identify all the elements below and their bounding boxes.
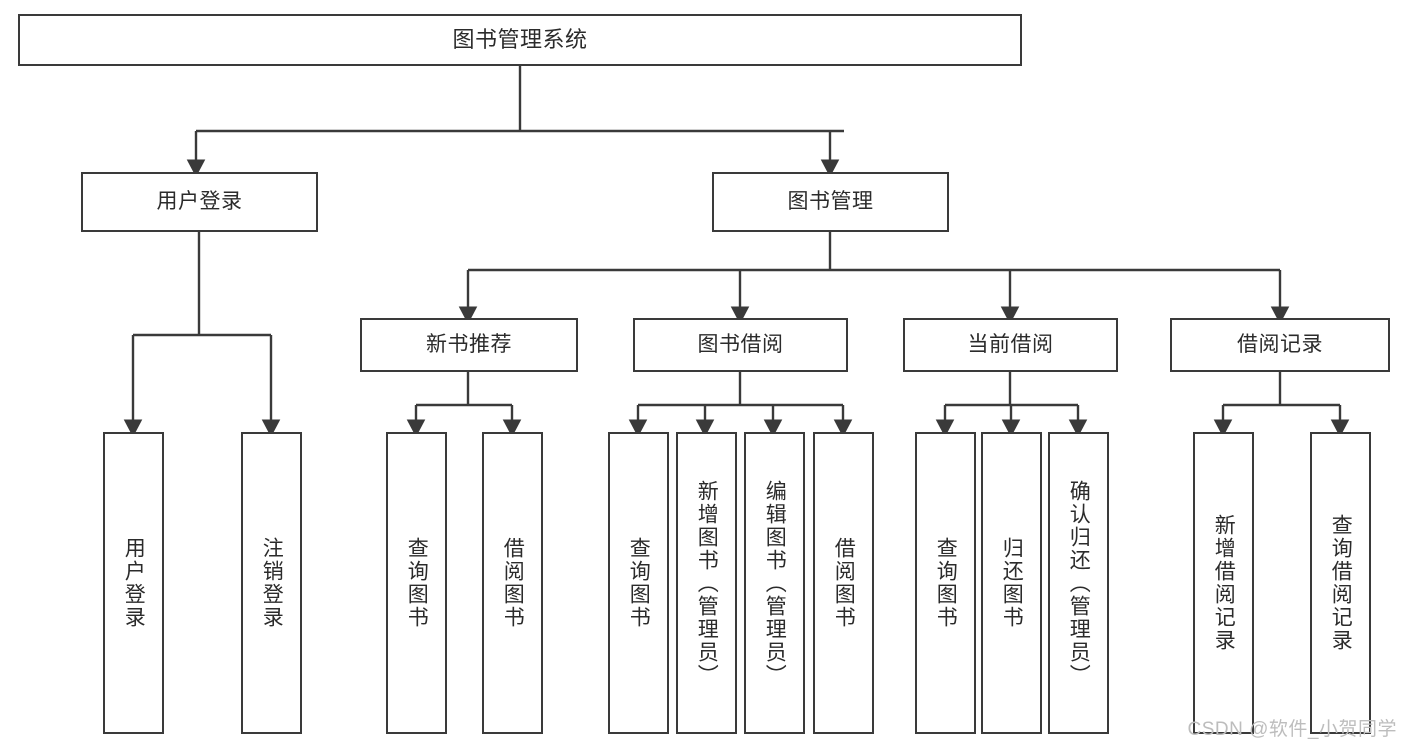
leaf-label: 查询图书 xyxy=(405,537,429,629)
leaf-label: 编辑图书（管理员） xyxy=(763,479,787,687)
leaf-add-record[interactable]: 新增借阅记录 xyxy=(1193,432,1254,734)
leaf-query-book-3[interactable]: 查询图书 xyxy=(915,432,976,734)
leaf-label: 查询图书 xyxy=(627,537,651,629)
leaf-borrow-book-2[interactable]: 借阅图书 xyxy=(813,432,874,734)
leaf-label: 新增图书（管理员） xyxy=(695,479,719,687)
leaf-query-book-2[interactable]: 查询图书 xyxy=(608,432,669,734)
leaf-edit-book[interactable]: 编辑图书（管理员） xyxy=(744,432,805,734)
leaf-query-book-1[interactable]: 查询图书 xyxy=(386,432,447,734)
leaf-label: 归还图书 xyxy=(1000,537,1024,629)
node-current-borrow[interactable]: 当前借阅 xyxy=(903,318,1118,372)
leaf-user-logout[interactable]: 注销登录 xyxy=(241,432,302,734)
leaf-confirm-return[interactable]: 确认归还（管理员） xyxy=(1048,432,1109,734)
leaf-return-book[interactable]: 归还图书 xyxy=(981,432,1042,734)
node-borrow-record[interactable]: 借阅记录 xyxy=(1170,318,1390,372)
leaf-label: 注销登录 xyxy=(260,537,284,629)
leaf-label: 确认归还（管理员） xyxy=(1067,479,1091,687)
node-book-borrow[interactable]: 图书借阅 xyxy=(633,318,848,372)
node-user-login[interactable]: 用户登录 xyxy=(81,172,318,232)
leaf-label: 借阅图书 xyxy=(501,537,525,629)
leaf-borrow-book-1[interactable]: 借阅图书 xyxy=(482,432,543,734)
leaf-user-login[interactable]: 用户登录 xyxy=(103,432,164,734)
leaf-label: 用户登录 xyxy=(122,537,146,629)
leaf-label: 借阅图书 xyxy=(832,537,856,629)
node-root-book-management-system[interactable]: 图书管理系统 xyxy=(18,14,1022,66)
leaf-label: 新增借阅记录 xyxy=(1212,514,1236,652)
leaf-label: 查询图书 xyxy=(934,537,958,629)
leaf-add-book[interactable]: 新增图书（管理员） xyxy=(676,432,737,734)
node-book-management[interactable]: 图书管理 xyxy=(712,172,949,232)
leaf-query-record[interactable]: 查询借阅记录 xyxy=(1310,432,1371,734)
csdn-watermark: CSDN @软件_小贺同学 xyxy=(1187,719,1397,740)
leaf-label: 查询借阅记录 xyxy=(1329,514,1353,652)
node-new-book-recommend[interactable]: 新书推荐 xyxy=(360,318,578,372)
